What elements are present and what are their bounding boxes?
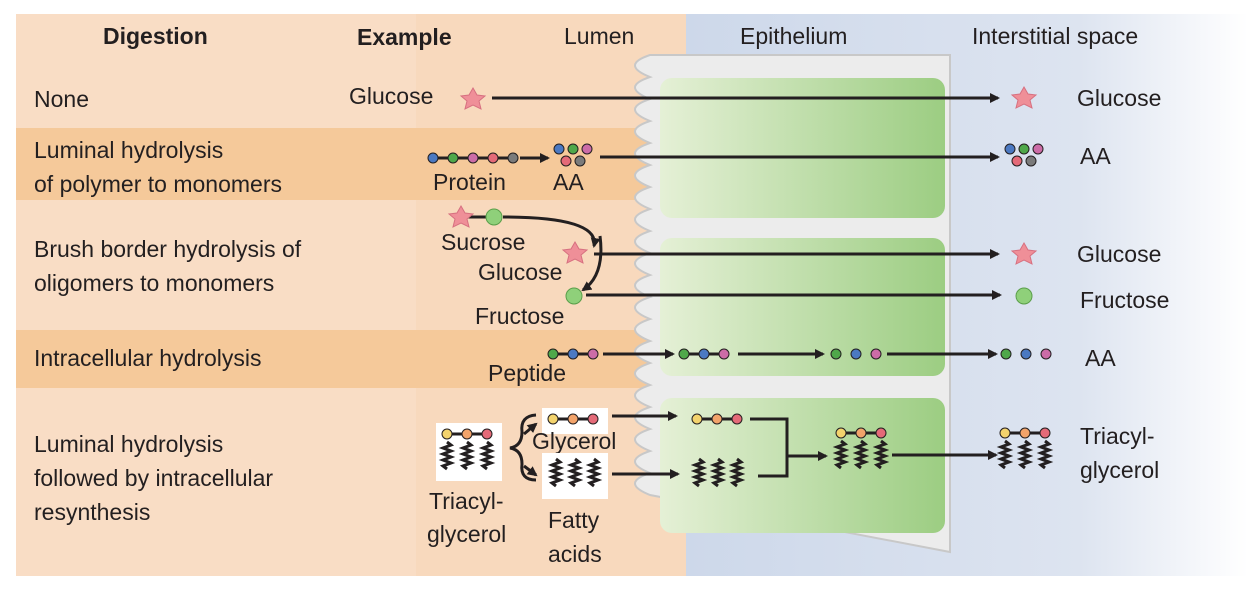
- example-fructose: Fructose: [475, 303, 564, 329]
- peptide-icon: [547, 348, 599, 360]
- fructose-icon: [565, 287, 583, 305]
- row-band-intracellular: [16, 330, 666, 388]
- digestion-none: None: [34, 86, 89, 112]
- amino-acids-icon: [1000, 348, 1052, 360]
- triacylglycerol-icon: [996, 427, 1054, 470]
- result-triacyl-1: Triacyl-: [1080, 423, 1155, 449]
- glucose-icon: [1010, 85, 1038, 109]
- result-aa-2: AA: [1085, 345, 1116, 371]
- fatty-acids-icon: [542, 453, 608, 499]
- triacylglycerol-icon: [436, 423, 502, 481]
- digestion-resynthesis-2: followed by intracellular: [34, 465, 273, 491]
- example-fatty: Fatty: [548, 507, 600, 533]
- result-aa: AA: [1080, 143, 1111, 169]
- glycerol-icon: [542, 408, 608, 434]
- triacylglycerol-icon: [832, 427, 890, 470]
- glucose-icon: [459, 86, 487, 110]
- header-epithelium: Epithelium: [740, 23, 847, 49]
- example-sucrose: Sucrose: [441, 229, 525, 255]
- header-interstitial: Interstitial space: [972, 23, 1138, 49]
- digestion-intracellular: Intracellular hydrolysis: [34, 345, 262, 371]
- example-glucose-2: Glucose: [478, 259, 562, 285]
- glycerol-icon: [691, 413, 743, 425]
- fructose-icon: [1015, 287, 1033, 305]
- example-triacyl-1: Triacyl-: [429, 488, 504, 514]
- digestion-brush-2: oligomers to monomers: [34, 270, 274, 296]
- example-glucose: Glucose: [349, 83, 433, 109]
- amino-acids-icon: [830, 348, 882, 360]
- sucrose-icon: [447, 204, 503, 228]
- digestion-resynthesis-1: Luminal hydrolysis: [34, 431, 223, 457]
- peptide-icon: [678, 348, 730, 360]
- example-acids: acids: [548, 541, 602, 567]
- split-brace: [509, 413, 537, 482]
- digestion-luminal-2: of polymer to monomers: [34, 171, 282, 197]
- amino-acids-icon: [1004, 143, 1044, 167]
- epithelial-cell: [660, 78, 945, 218]
- digestion-brush-1: Brush border hydrolysis of: [34, 236, 302, 262]
- protein-chain-icon: [427, 152, 519, 164]
- digestion-resynthesis-3: resynthesis: [34, 499, 150, 525]
- example-glycerol: Glycerol: [532, 428, 616, 454]
- example-aa: AA: [553, 169, 584, 195]
- digestion-luminal-1: Luminal hydrolysis: [34, 137, 223, 163]
- example-triacyl-2: glycerol: [427, 521, 506, 547]
- header-example: Example: [357, 24, 452, 50]
- result-fructose: Fructose: [1080, 287, 1169, 313]
- result-glucose-2: Glucose: [1077, 241, 1161, 267]
- epithelial-cells: [634, 54, 951, 554]
- glucose-icon: [561, 240, 589, 264]
- epithelial-cell: [660, 238, 945, 376]
- header-lumen: Lumen: [564, 23, 634, 49]
- fatty-acids-icon: [690, 457, 746, 488]
- header-digestion: Digestion: [103, 23, 208, 49]
- example-peptide: Peptide: [488, 360, 566, 386]
- result-triacyl-2: glycerol: [1080, 457, 1159, 483]
- result-glucose: Glucose: [1077, 85, 1161, 111]
- example-protein: Protein: [433, 169, 506, 195]
- amino-acids-icon: [553, 143, 593, 167]
- glucose-icon: [1010, 241, 1038, 265]
- row-band-luminal: [16, 128, 666, 200]
